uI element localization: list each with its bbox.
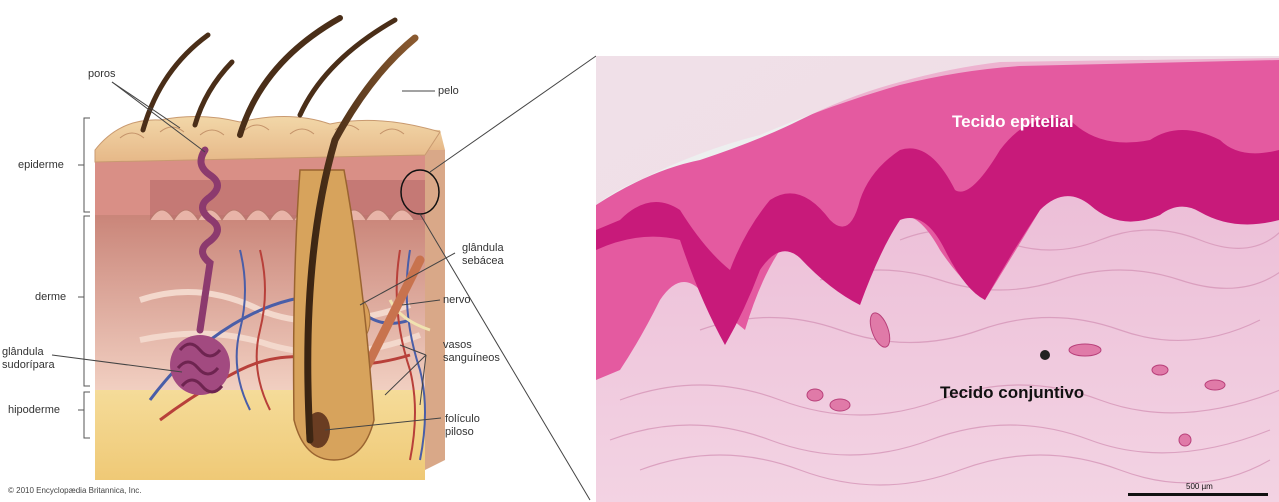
label-vasos-sanguineos: vasos sanguíneos [443, 339, 500, 365]
label-foliculo-piloso: folículo piloso [445, 413, 480, 439]
scale-bar [1128, 493, 1268, 496]
label-derme: derme [35, 291, 66, 304]
label-glandula-sebacea: glândula sebácea [462, 242, 504, 268]
skin-block [95, 18, 445, 480]
label-epiderme: epiderme [18, 159, 64, 172]
label-tecido-conjuntivo: Tecido conjuntivo [940, 383, 1084, 403]
zoom-line-top [430, 56, 596, 172]
block-side [425, 140, 445, 470]
label-pelo: pelo [438, 85, 459, 98]
label-tecido-epitelial: Tecido epitelial [952, 112, 1074, 132]
hypodermis-layer [95, 388, 425, 480]
label-poros: poros [88, 68, 116, 81]
copyright-credit: © 2010 Encyclopædia Britannica, Inc. [8, 486, 142, 495]
label-glandula-sudoripara: glândula sudorípara [2, 346, 55, 372]
sweat-gland [170, 335, 230, 395]
histology-image [596, 56, 1279, 502]
label-hipoderme: hipoderme [8, 404, 60, 417]
scale-bar-label: 500 µm [1186, 482, 1213, 491]
layer-brackets [78, 118, 90, 438]
label-nervo: nervo [443, 294, 471, 307]
